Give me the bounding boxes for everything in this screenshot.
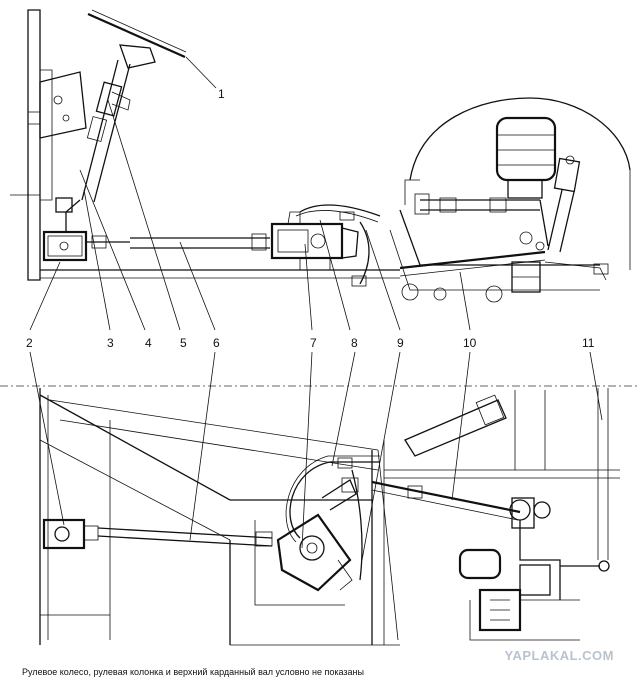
leader-lines-plan-view [29,351,603,561]
tie-rod-plan [560,388,610,572]
steering-wheel [87,9,187,69]
callout-7: 7 [310,336,317,350]
intermediate-shaft [86,233,270,251]
steering-gear-plan [42,518,99,550]
intermediate-shaft-plan [97,527,273,547]
callout-labels: 1 2 3 4 5 6 7 8 9 10 11 [26,87,595,350]
hoses-plan [285,455,380,581]
callout-11: 11 [582,336,595,350]
callout-4: 4 [145,336,152,350]
callout-9: 9 [397,336,404,350]
steering-gear [42,230,88,262]
callout-3: 3 [107,336,114,350]
leader-lines-side-view [29,56,471,331]
power-steering-unit-plan [276,477,359,592]
upper-linkage [414,193,609,281]
wheel-hub-plan [458,390,580,641]
diagram-caption: Рулевое колесо, рулевая колонка и верхни… [22,667,364,677]
side-view [10,9,631,331]
callout-5: 5 [180,336,187,350]
drag-link [399,250,546,303]
brake-chamber [495,116,557,199]
steering-column [81,59,131,203]
plan-view [29,351,620,646]
column-bracket [28,71,87,139]
callout-6: 6 [213,336,220,350]
callout-2: 2 [26,336,33,350]
callout-8: 8 [351,336,358,350]
callout-10: 10 [463,336,477,350]
watermark: YAPLAKAL.COM [504,648,614,663]
callout-1: 1 [218,87,225,101]
shock-absorber-plan [404,394,507,457]
shock-absorber [547,155,581,253]
hydraulic-hoses [295,204,381,287]
power-steering-unit [270,211,359,270]
drag-link-plan [371,469,620,529]
